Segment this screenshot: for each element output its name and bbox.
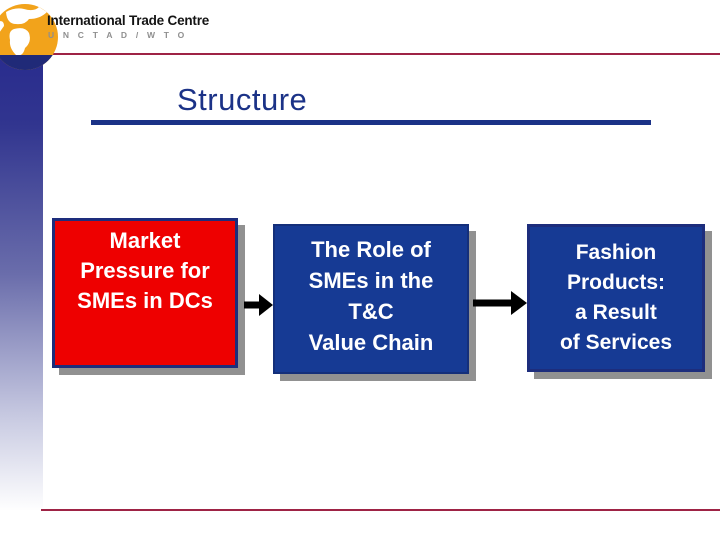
box-text-line: Market [109,228,181,253]
box-text-line: T&C [348,299,394,324]
left-gradient-bar [0,57,43,540]
title-underline [91,120,651,125]
box-text-line: SMEs in the [308,268,434,293]
bottom-divider-line [41,509,720,511]
right-arrow-icon [473,291,527,315]
org-name: International Trade Centre [47,13,210,28]
flow-box-market-pressure: Market Pressure for SMEs in DCs [52,218,238,368]
box-text-line: Products: [566,271,665,294]
globe-icon [0,4,58,70]
flow-box-role-of-smes: The Role of SMEs in the T&C Value Chain [273,224,469,374]
flow-box-fashion-products: Fashion Products: a Result of Services [527,224,705,372]
right-arrow-icon [244,294,273,316]
box-text-line: of Services [559,331,673,354]
box-text-line: The Role of [311,237,431,262]
slide-title: Structure [177,82,308,117]
box-text-line: Pressure for [80,258,210,283]
box-text-line: SMEs in DCs [77,288,213,313]
box-text-line: a Result [575,301,657,324]
box-text-line: Value Chain [308,330,434,355]
box-text-line: Fashion [575,241,657,264]
itc-logo: International Trade Centre U N C T A D /… [0,0,230,72]
org-subtitle: U N C T A D / W T O [48,30,188,40]
top-divider-line [45,53,720,55]
